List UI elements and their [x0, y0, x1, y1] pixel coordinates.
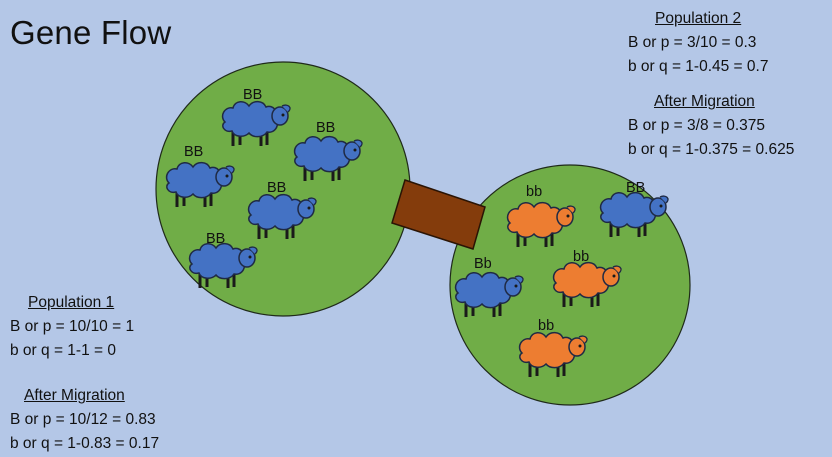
genotype-label: BB [626, 180, 645, 196]
population2-p-line: B or p = 3/10 = 0.3 [628, 34, 757, 51]
population2-after-migration: After Migration B or p = 3/8 = 0.375 b o… [628, 90, 794, 162]
population2-after-p-line: B or p = 3/8 = 0.375 [628, 117, 766, 134]
slide-title: Gene Flow [10, 14, 172, 51]
genotype-label: Bb [474, 256, 492, 272]
population1-after-migration: After Migration B or p = 10/12 = 0.83 b … [10, 384, 159, 456]
population1-after-heading: After Migration [24, 387, 125, 404]
genotype-label: BB [243, 87, 262, 103]
genotype-label: bb [573, 249, 589, 265]
population1-after-p-line: B or p = 10/12 = 0.83 [10, 411, 156, 428]
population2-heading: Population 2 [655, 10, 742, 27]
genotype-label: BB [206, 231, 225, 247]
genotype-label: bb [538, 318, 554, 334]
population1-stats: Population 1 B or p = 10/10 = 1 b or q =… [10, 291, 134, 363]
population2-after-heading: After Migration [654, 93, 755, 110]
population2-stats: Population 2 B or p = 3/10 = 0.3 b or q … [628, 7, 768, 79]
population1-q-line: b or q = 1-1 = 0 [10, 342, 116, 359]
population1-heading: Population 1 [28, 294, 115, 311]
genotype-label: bb [526, 184, 542, 200]
migration-bridge [391, 179, 486, 250]
population1-after-q-line: b or q = 1-0.83 = 0.17 [10, 435, 160, 452]
population1-p-line: B or p = 10/10 = 1 [10, 318, 135, 335]
genotype-label: BB [316, 120, 335, 136]
population2-after-q-line: b or q = 1-0.375 = 0.625 [628, 141, 795, 158]
genotype-label: BB [184, 144, 203, 160]
population2-q-line: b or q = 1-0.45 = 0.7 [628, 58, 769, 75]
genotype-label: BB [267, 180, 286, 196]
